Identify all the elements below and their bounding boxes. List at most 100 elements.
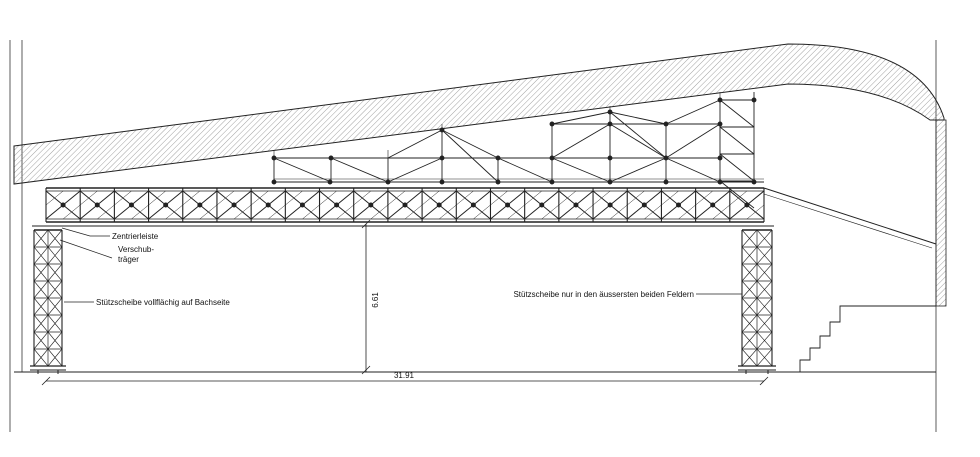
member: [665, 123, 721, 159]
member: [330, 157, 389, 183]
node: [663, 155, 669, 161]
member: [45, 190, 64, 206]
node: [197, 202, 203, 208]
member: [551, 123, 611, 159]
member: [47, 297, 63, 316]
node: [436, 202, 442, 208]
node: [328, 155, 334, 161]
node: [163, 202, 169, 208]
member: [302, 190, 320, 206]
node: [495, 155, 501, 161]
node: [505, 202, 511, 208]
member: [746, 204, 765, 220]
member: [497, 157, 553, 183]
member: [33, 280, 49, 299]
node: [676, 202, 682, 208]
support-tower-left: [30, 225, 66, 374]
member: [741, 348, 758, 367]
member: [336, 204, 354, 220]
member: [507, 204, 525, 220]
member: [609, 190, 628, 206]
member: [551, 111, 611, 125]
member: [165, 190, 184, 206]
leaders: [59, 227, 742, 303]
member: [609, 157, 667, 183]
node: [744, 202, 750, 208]
member: [741, 314, 758, 333]
dimension-height: [361, 219, 371, 375]
member: [524, 204, 543, 220]
member: [47, 263, 63, 282]
member: [756, 314, 773, 333]
member: [404, 204, 423, 220]
node: [299, 202, 305, 208]
member: [387, 204, 406, 220]
node: [751, 97, 757, 103]
label-verschubtraeger-1: Verschub-: [118, 245, 154, 254]
member: [558, 190, 577, 206]
member: [47, 314, 63, 333]
label-zentrierleiste: Zentrierleiste: [112, 232, 159, 241]
member: [285, 190, 303, 206]
member: [678, 190, 696, 206]
member: [756, 246, 773, 265]
member: [558, 204, 577, 220]
member: [644, 190, 662, 206]
member: [79, 204, 98, 220]
member: [182, 190, 201, 206]
member: [592, 204, 611, 220]
stairs: [782, 305, 936, 373]
member: [441, 129, 499, 159]
node: [710, 202, 716, 208]
dimension-span: [41, 376, 769, 386]
member: [250, 204, 269, 220]
member: [719, 153, 755, 182]
member: [233, 190, 252, 206]
member: [233, 204, 252, 220]
member: [609, 111, 667, 125]
node: [641, 202, 647, 208]
member: [456, 190, 474, 206]
dimension-span-label: 31.91: [394, 371, 415, 380]
node: [128, 202, 134, 208]
label-verschubtraeger-2: träger: [118, 255, 139, 264]
member: [695, 204, 714, 220]
member: [575, 204, 594, 220]
member: [131, 204, 149, 220]
member: [33, 331, 49, 350]
member: [741, 263, 758, 282]
member: [592, 190, 611, 206]
member: [285, 204, 303, 220]
member: [678, 204, 696, 220]
member: [336, 190, 355, 206]
member: [268, 204, 286, 220]
member: [473, 190, 491, 206]
label-stuetzscheibe-right: Stützscheibe nur in den äussersten beide…: [513, 290, 694, 299]
member: [33, 297, 49, 316]
node: [402, 202, 408, 208]
node: [573, 202, 579, 208]
member: [712, 204, 730, 220]
member: [756, 331, 773, 350]
member: [47, 331, 63, 350]
member: [370, 204, 389, 220]
member: [216, 204, 235, 220]
node: [607, 121, 613, 127]
node: [549, 121, 555, 127]
member: [746, 190, 765, 206]
member: [695, 190, 713, 206]
member: [438, 190, 457, 206]
member: [404, 190, 423, 206]
member: [719, 180, 755, 209]
member: [729, 204, 748, 220]
member: [199, 190, 218, 206]
member: [741, 297, 758, 316]
member: [507, 190, 525, 206]
member: [114, 204, 132, 220]
member: [609, 204, 628, 220]
member: [627, 190, 645, 206]
member: [712, 190, 731, 206]
member: [441, 129, 499, 183]
member: [524, 190, 542, 206]
member: [47, 229, 63, 248]
